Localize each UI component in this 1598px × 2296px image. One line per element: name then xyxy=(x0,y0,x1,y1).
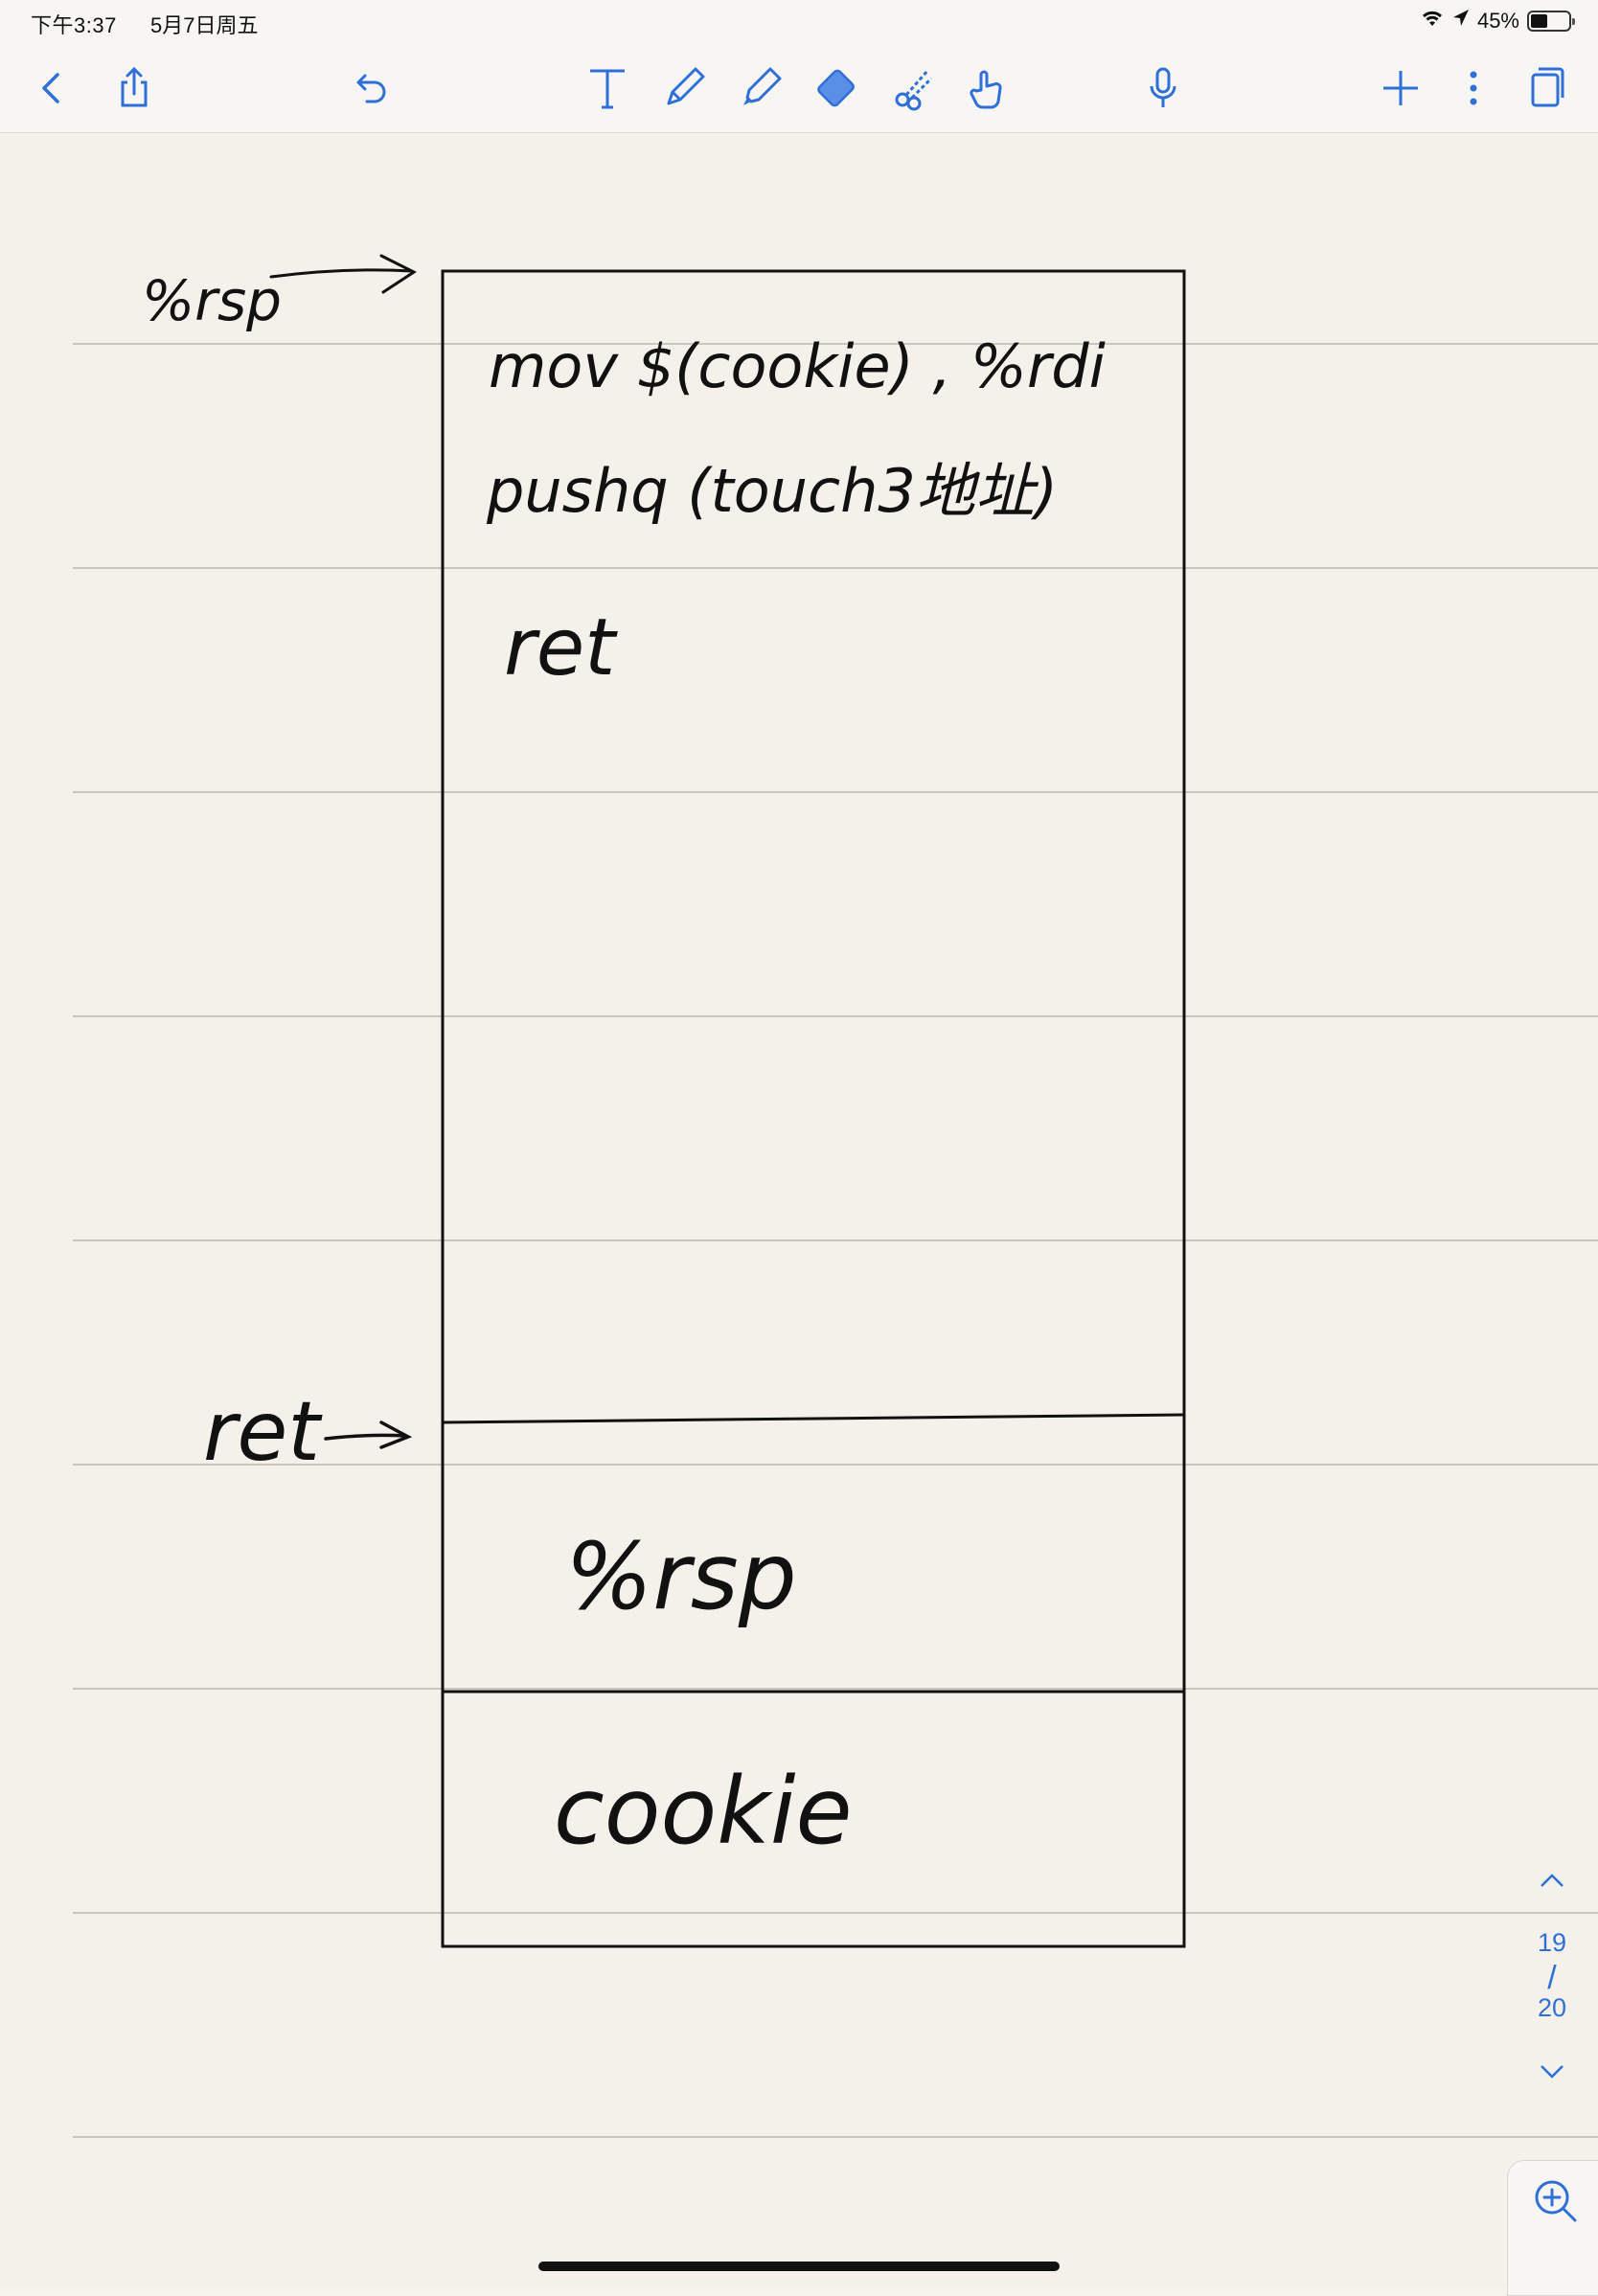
ruled-line xyxy=(73,1912,1598,1914)
toolbar xyxy=(0,46,1598,133)
status-right: 45% xyxy=(1420,8,1575,34)
instruction-line-1: mov $(cookie) , %rdi xyxy=(489,331,1106,401)
prev-page-button[interactable] xyxy=(1514,1867,1590,1897)
ruled-line xyxy=(73,1015,1598,1017)
ret-label: ret xyxy=(203,1384,323,1480)
eraser-icon[interactable] xyxy=(809,59,866,117)
battery-percent: 45% xyxy=(1476,9,1519,33)
pages-icon[interactable] xyxy=(1518,59,1575,117)
pointer-hand-icon[interactable] xyxy=(958,59,1016,117)
chevron-down-icon xyxy=(1541,2065,1564,2079)
rsp-top-arrow xyxy=(269,254,418,294)
stack-frame xyxy=(441,269,1186,1948)
lasso-icon[interactable] xyxy=(885,59,943,117)
status-date: 5月7日周五 xyxy=(150,13,259,37)
ruled-line xyxy=(73,343,1598,345)
page-total: 20 xyxy=(1537,1993,1567,2022)
ruled-line xyxy=(73,791,1598,793)
ret-arrow xyxy=(324,1421,413,1449)
more-icon[interactable] xyxy=(1445,59,1502,117)
instruction-line-2: pushq (touch3地址) xyxy=(486,456,1058,526)
status-bar: 下午3:37 5月7日周五 45% xyxy=(0,0,1598,46)
text-tool-icon[interactable] xyxy=(579,59,636,117)
add-icon[interactable] xyxy=(1372,59,1429,117)
zoom-in-icon xyxy=(1535,2180,1577,2222)
rsp-top-label: %rsp xyxy=(142,268,282,333)
ruled-line xyxy=(73,1464,1598,1466)
microphone-icon[interactable] xyxy=(1134,59,1192,117)
highlighter-icon[interactable] xyxy=(732,59,789,117)
page-separator: / xyxy=(1547,1960,1557,1996)
home-indicator[interactable] xyxy=(538,2262,1060,2271)
share-icon[interactable] xyxy=(105,59,163,117)
note-page[interactable]: %rsp mov $(cookie) , %rdi pushq (touch3地… xyxy=(0,133,1598,2287)
ret-divider xyxy=(442,1413,1185,1424)
pen-icon[interactable] xyxy=(655,59,713,117)
zoom-button[interactable] xyxy=(1507,2160,1598,2296)
instruction-line-3: ret xyxy=(504,602,618,693)
cookie-cell-label: cookie xyxy=(554,1758,853,1865)
ruled-line xyxy=(73,567,1598,569)
undo-icon[interactable] xyxy=(342,59,400,117)
page-current: 19 xyxy=(1537,1928,1567,1957)
ruled-line xyxy=(73,1239,1598,1241)
wifi-icon xyxy=(1420,9,1445,34)
next-page-button[interactable] xyxy=(1514,2058,1590,2088)
chevron-up-icon xyxy=(1541,1874,1564,1887)
ruled-line xyxy=(73,2136,1598,2138)
back-icon[interactable] xyxy=(23,59,80,117)
battery-icon xyxy=(1527,11,1575,32)
rsp-cell-label: %rsp xyxy=(565,1523,797,1630)
status-time: 下午3:37 xyxy=(31,13,117,37)
handwriting-canvas: %rsp mov $(cookie) , %rdi pushq (touch3地… xyxy=(142,254,1186,1948)
location-arrow-icon xyxy=(1452,9,1470,34)
ruled-line xyxy=(73,1688,1598,1690)
